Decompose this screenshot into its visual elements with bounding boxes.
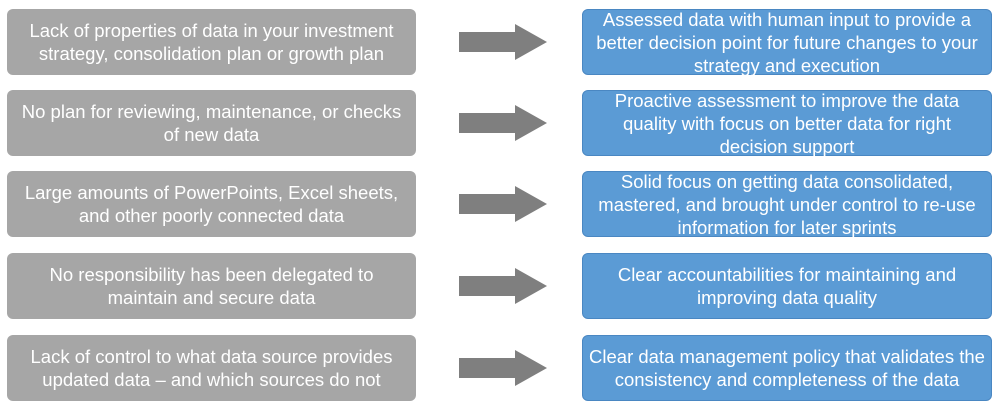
problem-text: Lack of properties of data in your inves…: [29, 20, 394, 64]
diagram-row: Large amounts of PowerPoints, Excel shee…: [0, 171, 1000, 241]
solution-text: Clear data management policy that valida…: [589, 346, 985, 390]
right-arrow-icon: [459, 350, 547, 386]
diagram-row: No plan for reviewing, maintenance, or c…: [0, 90, 1000, 160]
right-arrow-icon: [459, 105, 547, 141]
problem-text: No plan for reviewing, maintenance, or c…: [21, 101, 402, 145]
problem-box: Large amounts of PowerPoints, Excel shee…: [7, 171, 416, 237]
solution-box: Solid focus on getting data consolidated…: [582, 170, 992, 238]
solution-text: Proactive assessment to improve the data…: [614, 89, 960, 157]
diagram-row: Lack of properties of data in your inves…: [0, 9, 1000, 79]
solution-box: Clear accountabilities for maintaining a…: [582, 253, 992, 319]
problem-text: Lack of control to what data source prov…: [30, 346, 393, 390]
solution-text: Solid focus on getting data consolidated…: [598, 170, 976, 238]
diagram-row: No responsibility has been delegated to …: [0, 253, 1000, 323]
solution-text: Clear accountabilities for maintaining a…: [617, 264, 957, 308]
solution-box: Assessed data with human input to provid…: [582, 8, 992, 76]
problem-text: Large amounts of PowerPoints, Excel shee…: [24, 182, 399, 226]
problem-box: No plan for reviewing, maintenance, or c…: [7, 90, 416, 156]
solution-box: Clear data management policy that valida…: [582, 335, 992, 401]
solution-box: Proactive assessment to improve the data…: [582, 89, 992, 157]
right-arrow-icon: [459, 268, 547, 304]
right-arrow-icon: [459, 186, 547, 222]
solution-text: Assessed data with human input to provid…: [596, 8, 978, 76]
problem-text: No responsibility has been delegated to …: [49, 264, 374, 308]
right-arrow-icon: [459, 24, 547, 60]
problem-box: Lack of properties of data in your inves…: [7, 9, 416, 75]
problem-box: Lack of control to what data source prov…: [7, 335, 416, 401]
diagram-row: Lack of control to what data source prov…: [0, 335, 1000, 405]
problem-box: No responsibility has been delegated to …: [7, 253, 416, 319]
